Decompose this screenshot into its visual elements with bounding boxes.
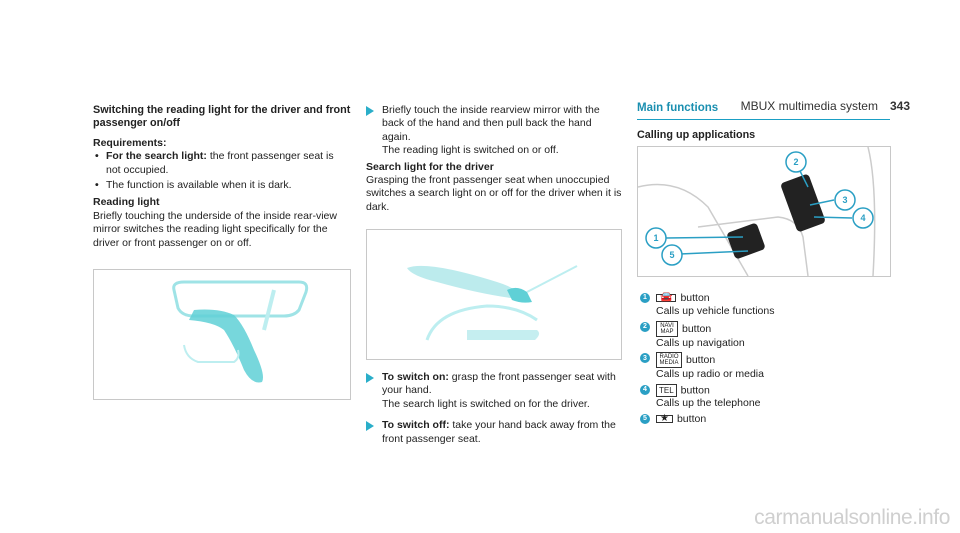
console-illustration: 1 2 3 4 5	[637, 146, 891, 277]
requirements-label: Requirements:	[93, 136, 167, 149]
instruction-step: To switch off: take your hand back away …	[366, 419, 624, 446]
instruction-step: To switch on: grasp the front passenger …	[366, 371, 624, 411]
passenger-seat-illustration	[366, 229, 622, 360]
svg-text:3: 3	[842, 195, 847, 205]
watermark: carmanualsonline.info	[754, 506, 950, 529]
radio-media-icon: RADIO MEDIA	[656, 352, 682, 369]
requirement-item: The function is available when it is dar…	[93, 179, 351, 193]
page-header: MBUX multimedia system 343	[741, 99, 910, 113]
mirror-illustration	[93, 269, 351, 400]
search-light-heading: Search light for the driver	[366, 160, 494, 173]
right-column: Main functions Calling up applications	[637, 102, 890, 141]
svg-text:2: 2	[793, 157, 798, 167]
arrow-icon	[366, 373, 374, 383]
tel-icon: TEL	[656, 383, 677, 397]
list-item: 5 ★button	[640, 413, 890, 426]
search-light-text: Grasping the front passenger seat when u…	[366, 174, 622, 213]
middle-column: Briefly touch the inside rearview mirror…	[366, 104, 622, 214]
arrow-icon	[366, 421, 374, 432]
main-functions-title: Main functions	[637, 102, 719, 114]
svg-text:4: 4	[860, 213, 865, 223]
section-heading: Switching the reading light for the driv…	[93, 104, 351, 130]
requirement-item: For the search light: the front passenge…	[93, 150, 351, 177]
middle-column-steps: To switch on: grasp the front passenger …	[366, 371, 624, 446]
header-title: MBUX multimedia system	[740, 99, 878, 113]
star-icon: ★	[656, 413, 673, 423]
svg-text:5: 5	[669, 250, 674, 260]
reading-light-text: Briefly touching the underside of the in…	[93, 209, 337, 249]
section-rule	[637, 119, 890, 120]
page-number: 343	[889, 99, 910, 113]
svg-text:1: 1	[653, 233, 658, 243]
reading-light-heading: Reading light	[93, 196, 160, 209]
left-column: Switching the reading light for the driv…	[93, 104, 351, 250]
instruction-step: Briefly touch the inside rearview mirror…	[366, 104, 622, 158]
navi-map-icon: NAVI MAP	[656, 320, 678, 337]
calling-up-title: Calling up applications	[637, 129, 756, 141]
car-icon: 🚘	[656, 293, 677, 303]
arrow-icon	[366, 106, 374, 116]
